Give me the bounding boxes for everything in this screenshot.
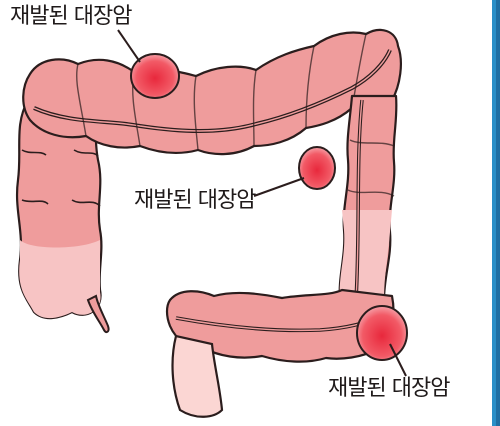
appendix <box>88 296 109 332</box>
tumor-label-bottom: 재발된 대장암 <box>328 378 449 400</box>
tumor-bottom <box>357 306 407 360</box>
tumor-middle <box>299 147 335 189</box>
leader-line-top <box>118 30 140 62</box>
descending-colon <box>340 96 397 300</box>
leader-line-middle <box>254 178 304 196</box>
tumor-label-top: 재발된 대장암 <box>10 6 131 28</box>
tumor-label-middle: 재발된 대장암 <box>134 190 255 212</box>
transverse-colon <box>23 30 401 154</box>
